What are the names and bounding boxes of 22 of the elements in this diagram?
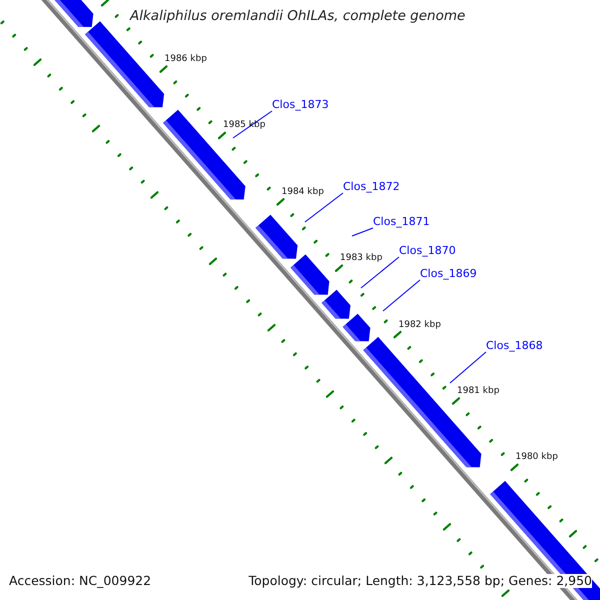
scale-label: 1985 kbp: [223, 120, 266, 131]
scale-label: 1986 kbp: [164, 54, 207, 64]
accession-text: Accession: NC_009922: [9, 574, 152, 588]
leader-line: [232, 110, 272, 138]
gene-label: Clos_1869: [420, 268, 477, 281]
genome-info-text: Topology: circular; Length: 3,123,558 bp; Genes: 2,950: [248, 574, 592, 588]
scale-label: 1981 kbp: [457, 386, 500, 396]
leader-line: [360, 256, 400, 288]
gene-label: Clos_1873: [272, 99, 329, 112]
leader-line: [450, 352, 486, 384]
leader-line: [382, 280, 420, 312]
leader-line: [352, 228, 374, 236]
scale-label: 1982 kbp: [398, 320, 441, 330]
scale-label: 1980 kbp: [516, 452, 558, 463]
title: Alkaliphilus oremlandii OhILAs, complete genome: [130, 9, 466, 25]
scale-label: 1984 kbp: [282, 186, 324, 198]
gene-label: Clos_1872: [343, 181, 400, 194]
gene-label: Clos_1870: [399, 245, 456, 258]
leader-line: [304, 192, 344, 222]
gene-label: Clos_1868: [486, 340, 543, 353]
scale-label: 1983 kbp: [340, 253, 382, 264]
gene-label: Clos_1871: [373, 216, 430, 229]
